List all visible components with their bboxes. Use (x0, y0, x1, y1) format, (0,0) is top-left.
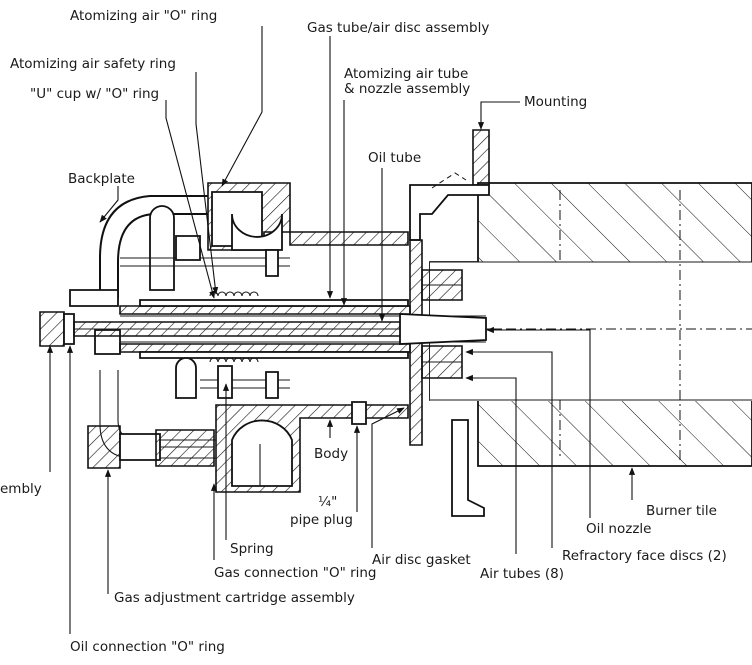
mounting-plate-shape (409, 129, 490, 517)
gas-adjustment-cartridge-shape (87, 425, 215, 469)
body-shape (207, 182, 409, 493)
label-atomizing-air-tube-2: & nozzle assembly (344, 81, 470, 97)
leader-air-disc-gasket (371, 407, 405, 548)
label-u-cup: "U" cup w/ "O" ring (30, 86, 159, 102)
leader-atomizing-air-o-ring (221, 26, 263, 187)
oil-connection-fitting-shape (39, 311, 75, 347)
label-atomizing-air-safety-ring: Atomizing air safety ring (10, 56, 176, 72)
burner-drawing (39, 129, 752, 517)
lower-spring-assembly-shape (139, 351, 409, 399)
label-air-tubes: Air tubes (8) (480, 566, 564, 582)
refractory-face-discs-shape (421, 269, 463, 379)
label-atomizing-air-o-ring: Atomizing air "O" ring (70, 8, 217, 24)
label-mounting: Mounting (524, 94, 587, 110)
central-tubes-shape (73, 305, 752, 353)
label-burner-tile: Burner tile (646, 503, 717, 519)
leader-backplate (99, 186, 119, 223)
label-oil-tube: Oil tube (368, 150, 421, 166)
labels: Atomizing air "O" ring Gas tube/air disc… (0, 8, 727, 655)
label-spring: Spring (230, 541, 274, 557)
label-pipe-plug-1: ¼" (318, 494, 337, 510)
leader-lines (46, 26, 636, 634)
label-pipe-plug-2: pipe plug (290, 512, 353, 528)
label-refractory-face-discs: Refractory face discs (2) (562, 548, 727, 564)
label-assembly-cut: embly (0, 481, 42, 497)
label-gas-tube-air-disc: Gas tube/air disc assembly (307, 20, 489, 36)
label-body: Body (314, 446, 348, 462)
label-gas-adjustment-cartridge: Gas adjustment cartridge assembly (114, 590, 355, 606)
label-backplate: Backplate (68, 171, 135, 187)
leader-oil-nozzle (486, 326, 591, 518)
leader-u-cup (165, 100, 216, 299)
label-atomizing-air-tube-1: Atomizing air tube (344, 66, 468, 82)
leader-safety-ring (195, 72, 219, 295)
label-air-disc-gasket: Air disc gasket (372, 552, 471, 568)
leader-mounting (477, 101, 520, 130)
label-gas-connection-o-ring: Gas connection "O" ring (214, 565, 377, 581)
label-oil-connection-o-ring: Oil connection "O" ring (70, 639, 225, 655)
leader-refractory-discs (465, 348, 553, 548)
label-oil-nozzle: Oil nozzle (586, 521, 651, 537)
leader-air-tubes (465, 374, 517, 554)
